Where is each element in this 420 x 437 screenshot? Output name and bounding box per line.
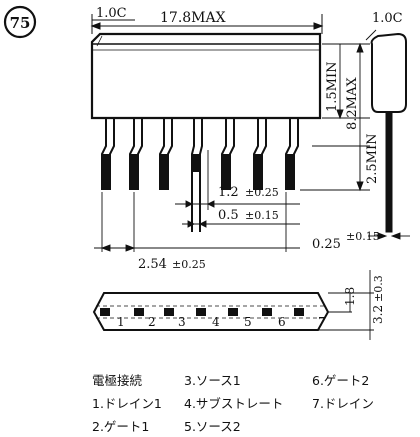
badge-number: 75 <box>10 14 31 32</box>
legend-item: 3.ソース1 <box>184 373 241 388</box>
lead-width-label: 1.2 <box>218 185 239 200</box>
package-side-view <box>365 29 407 233</box>
chamfer-left-label: 1.0C <box>96 6 127 21</box>
pin-number: 4 <box>212 315 220 329</box>
legend-title: 電極接続 <box>92 373 143 388</box>
pin-connection-legend: 電極接続 3.ソース1 6.ゲート2 1.ドレイン1 4.サブストレート 7.ド… <box>92 370 412 435</box>
pin-numbers: 1 2 3 4 5 6 7 <box>117 315 326 329</box>
legend-item: 7.ドレイン <box>312 396 374 411</box>
bottom-thickness-label: 3.2 <box>371 305 385 324</box>
legend-item: 2.ゲート1 <box>92 419 150 434</box>
bottom-height-label: 1.8 <box>343 287 357 306</box>
pin-number: 2 <box>148 315 156 329</box>
pin-number: 5 <box>244 315 252 329</box>
vertical-dimension-lines <box>300 42 370 192</box>
bottom-thickness-tolerance: ±0.3 <box>372 275 385 302</box>
thickness-label: 0.25 <box>312 237 341 252</box>
chamfer-right-label: 1.0C <box>372 11 403 26</box>
legend-item: 4.サブストレート <box>184 396 284 411</box>
pin-number: 6 <box>278 315 286 329</box>
legend-item: 5.ソース2 <box>184 419 241 434</box>
thickness-tolerance: ±0.15 <box>346 230 380 243</box>
tip-width-tolerance: ±0.15 <box>245 209 279 222</box>
tip-width-label: 0.5 <box>218 208 239 223</box>
package-body-front <box>90 32 322 120</box>
lead-dimension-lines <box>94 150 300 252</box>
lead-length-min-label: 2.5MIN <box>365 134 380 185</box>
lead-width-tolerance: ±0.25 <box>245 186 279 199</box>
legend-item: 1.ドレイン1 <box>92 396 162 411</box>
top-dimension-lines <box>90 14 324 34</box>
leads-group <box>101 118 299 232</box>
pin-number: 1 <box>117 315 125 329</box>
pin-number: 7 <box>318 315 326 329</box>
pitch-tolerance: ±0.25 <box>172 258 206 271</box>
package-bottom-view <box>92 292 330 331</box>
pin-length-min-label: 1.5MIN <box>325 62 340 113</box>
legend-item: 6.ゲート2 <box>312 373 370 388</box>
pin-number: 3 <box>178 315 186 329</box>
thickness-dimension-lines <box>368 232 410 240</box>
body-length-label: 17.8MAX <box>160 10 226 26</box>
pitch-label: 2.54 <box>138 257 167 272</box>
body-height-label: 8.2MAX <box>345 77 360 130</box>
bottom-dimension-lines <box>318 270 374 340</box>
figure-number-badge: 75 <box>3 5 37 39</box>
